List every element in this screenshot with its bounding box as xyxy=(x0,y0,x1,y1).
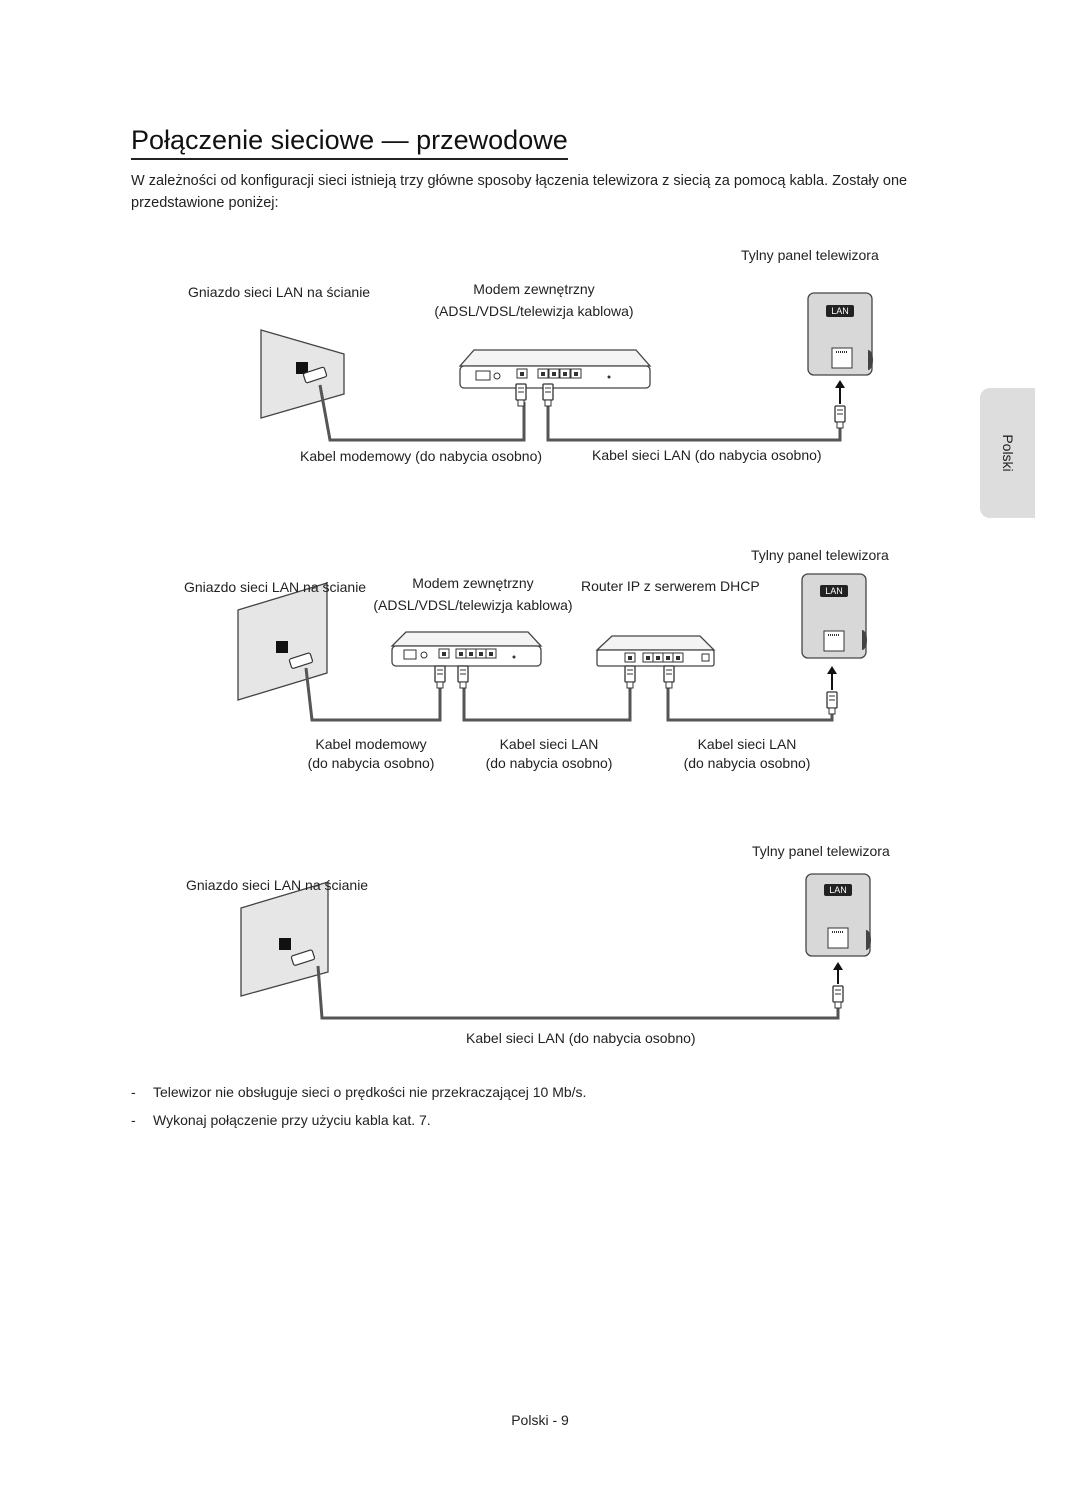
diagram1-modem-cable-label: Kabel modemowy (do nabycia osobno) xyxy=(300,448,543,464)
diagram2-cable3-label: Kabel sieci LAN xyxy=(697,736,797,752)
intro-paragraph: W zależności od konfiguracji sieci istni… xyxy=(131,173,908,211)
diagram3-tv-panel xyxy=(805,873,871,957)
diagram3-lan-cable-label: Kabel sieci LAN (do nabycia osobno) xyxy=(466,1030,696,1046)
note-text: Wykonaj połączenie przy użyciu kabla kat… xyxy=(153,1112,431,1128)
diagram2-modem-plug-a xyxy=(434,665,446,689)
diagram1-tv-panel xyxy=(807,292,873,376)
page-title: Połączenie sieciowe — przewodowe xyxy=(131,124,568,160)
diagram2-modem-label: Modem zewnętrzny xyxy=(412,575,534,591)
diagram2-cable1-label: Kabel modemowy xyxy=(315,736,427,752)
diagram2-wall-label: Gniazdo sieci LAN na ścianie xyxy=(184,579,367,595)
language-side-tab: Polski xyxy=(980,388,1035,518)
diagram2-tv-panel xyxy=(801,573,867,659)
note-item: -Telewizor nie obsługuje sieci o prędkoś… xyxy=(131,1084,587,1100)
diagram2-cable2-sublabel: (do nabycia osobno) xyxy=(485,755,613,771)
diagram1-wall-label: Gniazdo sieci LAN na ścianie xyxy=(188,284,371,300)
diagram3-wall-label: Gniazdo sieci LAN na ścianie xyxy=(186,877,369,893)
diagram1-lan-badge: LAN xyxy=(831,306,849,316)
diagram2-modem-sublabel: (ADSL/VDSL/telewizja kablowa) xyxy=(373,597,573,613)
diagram1-modem-label: Modem zewnętrzny xyxy=(473,281,595,297)
diagram2-router-plug-b xyxy=(663,665,675,689)
diagram3-tv-panel-label: Tylny panel telewizora xyxy=(752,843,890,859)
diagram1-wall-socket xyxy=(260,329,345,419)
diagram2-router-label: Router IP z serwerem DHCP xyxy=(581,578,760,594)
diagram1-modem xyxy=(458,349,652,389)
diagram2-modem-plug-b xyxy=(457,665,469,689)
diagram2-cable1-sublabel: (do nabycia osobno) xyxy=(307,755,435,771)
diagram2-wall-socket xyxy=(237,582,328,701)
diagram1-cables xyxy=(318,384,842,442)
note-text: Telewizor nie obsługuje sieci o prędkośc… xyxy=(153,1084,587,1100)
diagram2-arrow xyxy=(827,666,837,690)
diagram2-cable3-sublabel: (do nabycia osobno) xyxy=(683,755,811,771)
diagram3-arrow xyxy=(833,962,843,984)
diagram2-cable2-label: Kabel sieci LAN xyxy=(499,736,599,752)
page-number: Polski - 9 xyxy=(511,1412,569,1428)
diagram2-modem xyxy=(390,631,543,667)
diagram2-lan-badge: LAN xyxy=(825,586,843,596)
diagram2-router xyxy=(595,635,716,667)
note-item: -Wykonaj połączenie przy użyciu kabla ka… xyxy=(131,1112,431,1128)
diagram3-cables xyxy=(316,965,840,1020)
diagram1-modem-plug-b xyxy=(542,383,554,407)
diagram2-cables xyxy=(304,667,834,722)
diagram3-lan-badge: LAN xyxy=(829,885,847,895)
diagram2-router-plug-a xyxy=(624,665,636,689)
diagram1-arrow xyxy=(835,380,845,404)
diagram3-wall-socket xyxy=(240,881,329,997)
diagram2-tv-plug xyxy=(826,691,838,715)
diagram2-tv-panel-label: Tylny panel telewizora xyxy=(751,547,889,563)
diagram1-tv-panel-label: Tylny panel telewizora xyxy=(741,247,879,263)
diagram1-modem-sublabel: (ADSL/VDSL/telewizja kablowa) xyxy=(434,303,634,319)
diagram1-tv-plug xyxy=(834,405,846,429)
diagram1-lan-cable-label: Kabel sieci LAN (do nabycia osobno) xyxy=(592,447,822,463)
diagram1-modem-plug-a xyxy=(515,383,527,407)
diagram3-tv-plug xyxy=(832,985,844,1009)
